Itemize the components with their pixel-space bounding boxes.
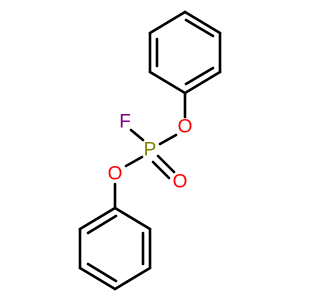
- aromatic-bond: [184, 18, 215, 38]
- aromatic-bond: [86, 262, 118, 283]
- lower-phenyl-ring: [78, 206, 152, 291]
- atom-fluorine: F: [119, 112, 131, 133]
- atom-oxygen-lower: O: [108, 164, 123, 185]
- molecule-diagram: F P O O O: [78, 10, 222, 291]
- structure-canvas: F P O O O: [78, 10, 222, 291]
- bond: [113, 206, 152, 231]
- double-bond-phosphorus-oxygen: [151, 160, 171, 180]
- atom-oxygen-double: O: [173, 172, 188, 193]
- bond: [183, 70, 222, 95]
- bond: [78, 206, 117, 231]
- atom-phosphorus: P: [144, 140, 157, 161]
- bond: [113, 266, 152, 291]
- bond-phosphorus-to-fluorine: [129, 128, 145, 142]
- atom-oxygen-upper: O: [178, 117, 193, 138]
- bond-oxygen-upper-to-phosphorus: [158, 133, 178, 146]
- aromatic-bond: [184, 66, 215, 86]
- upper-phenyl-ring: [148, 10, 222, 95]
- phosphate-bonds: [113, 91, 187, 210]
- bond-phosphorus-to-oxygen-lower: [124, 155, 144, 168]
- bond: [148, 70, 187, 95]
- bond: [183, 10, 222, 35]
- bond: [78, 266, 117, 291]
- double-bond-phosphorus-oxygen: [156, 154, 176, 174]
- bond: [148, 10, 187, 35]
- aromatic-bond: [86, 214, 118, 235]
